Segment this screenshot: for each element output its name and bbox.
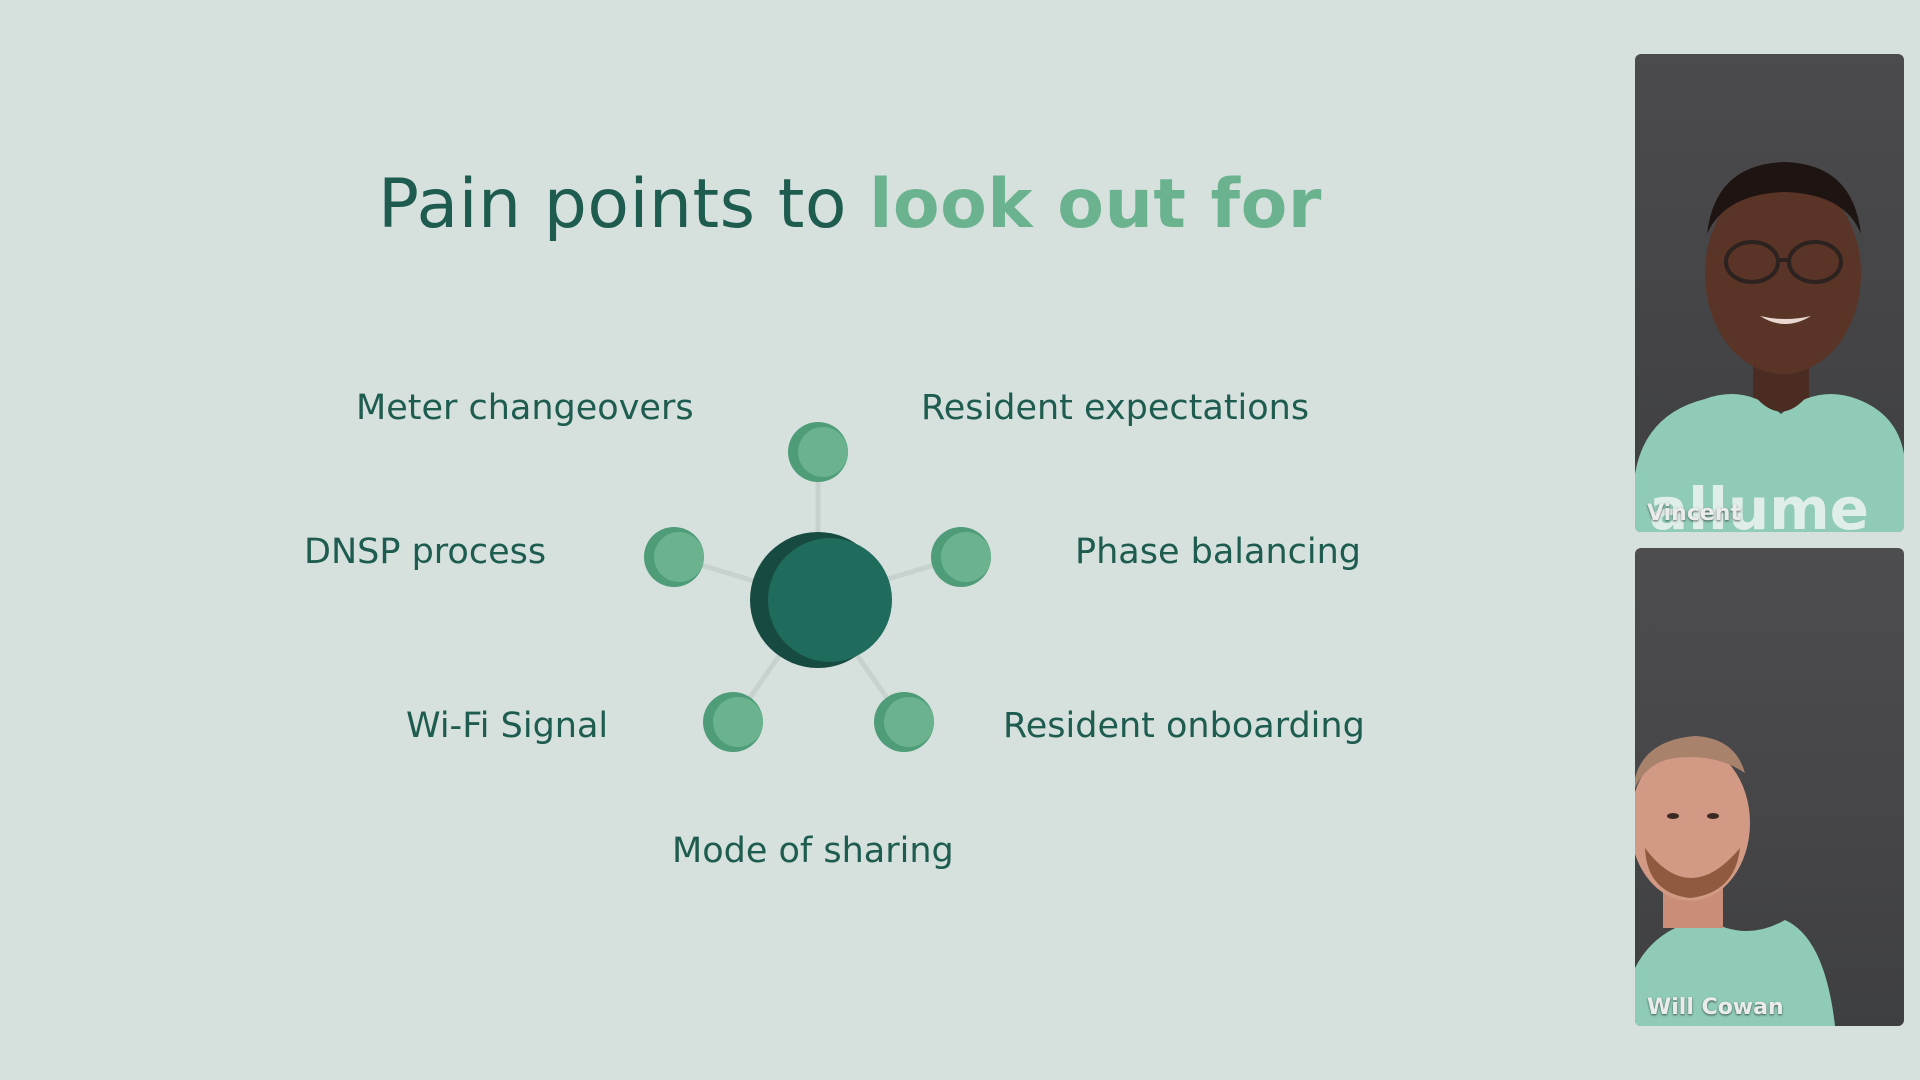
slide-title: Pain points to look out for: [378, 165, 1322, 244]
participant-video-vincent: allume: [1635, 162, 1904, 532]
node-top: [788, 422, 848, 482]
label-resident-onboarding: Resident onboarding: [1003, 706, 1365, 746]
label-mode-of-sharing: Mode of sharing: [672, 831, 954, 871]
node-right: [931, 527, 991, 587]
label-wifi-signal: Wi-Fi Signal: [406, 706, 609, 746]
hub-center: [750, 532, 892, 668]
label-resident-expectations: Resident expectations: [921, 388, 1310, 428]
participant-tile-vincent[interactable]: allume Vincent: [1635, 54, 1904, 532]
node-bottom-right: [874, 692, 934, 752]
participant-video-will-cowan: [1635, 736, 1835, 1026]
participant-name-will-cowan: Will Cowan: [1647, 995, 1784, 1020]
shirt-logo: allume: [1649, 475, 1869, 532]
label-dnsp-process: DNSP process: [304, 532, 547, 572]
label-phase-balancing: Phase balancing: [1075, 532, 1362, 572]
slide-title-accent: look out for: [869, 165, 1322, 244]
node-left: [644, 527, 704, 587]
node-bottom-left: [703, 692, 763, 752]
participant-name-vincent: Vincent: [1647, 501, 1741, 526]
slide-title-plain: Pain points to: [378, 165, 847, 244]
label-meter-changeovers: Meter changeovers: [356, 388, 694, 428]
participant-tile-will-cowan[interactable]: Will Cowan: [1635, 548, 1904, 1026]
